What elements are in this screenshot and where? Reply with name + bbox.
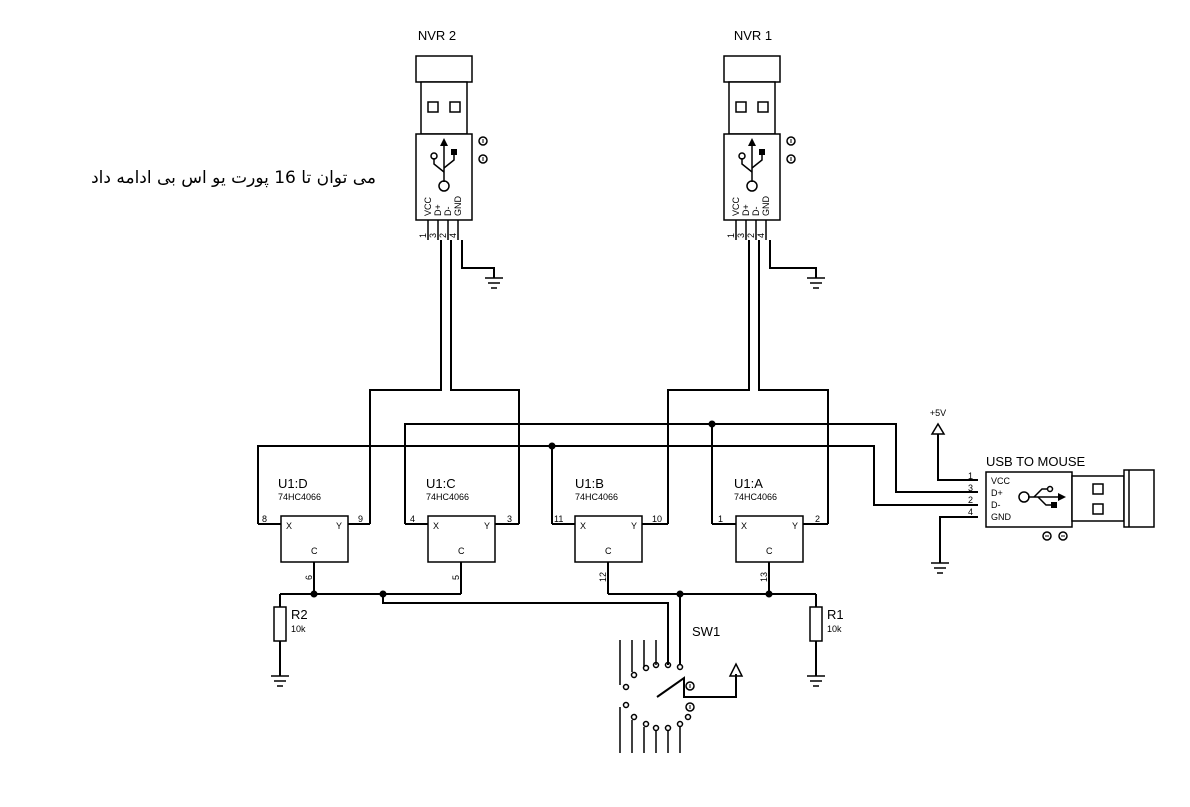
- usb-trident-icon: [430, 138, 457, 192]
- resistor-r1: R1 10k: [809, 594, 844, 676]
- svg-text:D+: D+: [991, 488, 1003, 498]
- switch-u1-b: U1:B 74HC4066 11 10 X Y C 12: [552, 476, 668, 594]
- svg-text:D+: D+: [741, 204, 751, 216]
- svg-text:6: 6: [304, 575, 314, 580]
- ground-symbol: [931, 516, 978, 574]
- arrow-right-icon: [1058, 531, 1068, 541]
- ground-symbol: [461, 240, 503, 289]
- svg-text:5: 5: [451, 575, 461, 580]
- svg-text:10k: 10k: [291, 624, 306, 634]
- svg-text:4: 4: [968, 507, 973, 517]
- svg-text:D+: D+: [433, 204, 443, 216]
- svg-text:U1:D: U1:D: [278, 476, 308, 491]
- svg-text:1: 1: [718, 514, 723, 524]
- svg-text:Y: Y: [792, 521, 798, 531]
- svg-text:3: 3: [736, 233, 746, 238]
- svg-text:U1:C: U1:C: [426, 476, 456, 491]
- svg-text:3: 3: [968, 483, 973, 493]
- svg-text:12: 12: [598, 572, 608, 582]
- svg-text:D-: D-: [991, 500, 1001, 510]
- switch-u1-d: U1:D 74HC4066 8 9 X Y C 6: [258, 476, 370, 594]
- selector-switch-sw1: SW1: [619, 624, 744, 753]
- svg-text:X: X: [580, 521, 586, 531]
- svg-text:Y: Y: [631, 521, 637, 531]
- svg-text:X: X: [433, 521, 439, 531]
- svg-text:1: 1: [968, 471, 973, 481]
- svg-text:VCC: VCC: [423, 196, 433, 216]
- svg-text:+5V: +5V: [930, 408, 946, 418]
- svg-text:1: 1: [418, 233, 428, 238]
- arrow-down-icon: [685, 702, 695, 712]
- power-symbol: +5V: [930, 408, 978, 481]
- svg-text:X: X: [286, 521, 292, 531]
- svg-text:4: 4: [410, 514, 415, 524]
- svg-text:10k: 10k: [827, 624, 842, 634]
- mouse-usb-connector: USB TO MOUSE 1 3 2 4 VCC D+ D- GND: [968, 454, 1155, 541]
- nvr1-usb-connector: NVR 1 VCC D+ D- GND 1 3 2 4: [723, 28, 796, 240]
- svg-text:Y: Y: [484, 521, 490, 531]
- mouse-connector-label: USB TO MOUSE: [986, 454, 1086, 469]
- svg-text:74HC4066: 74HC4066: [426, 492, 469, 502]
- svg-text:U1:A: U1:A: [734, 476, 763, 491]
- svg-text:2: 2: [438, 233, 448, 238]
- svg-text:GND: GND: [991, 512, 1012, 522]
- svg-text:C: C: [766, 546, 773, 556]
- svg-text:11: 11: [554, 514, 563, 524]
- svg-text:10: 10: [652, 514, 662, 524]
- svg-text:3: 3: [507, 514, 512, 524]
- svg-text:4: 4: [756, 233, 766, 238]
- annotation-text: می توان تا 16 پورت یو اس بی ادامه داد: [91, 168, 376, 188]
- svg-text:GND: GND: [761, 196, 771, 217]
- ground-symbol: [271, 675, 289, 687]
- arrow-left-icon: [1042, 531, 1052, 541]
- svg-text:9: 9: [358, 514, 363, 524]
- nvr1-label: NVR 1: [734, 28, 772, 43]
- svg-text:D-: D-: [751, 207, 761, 217]
- svg-text:4: 4: [448, 233, 458, 238]
- ground-symbol: [807, 675, 825, 687]
- svg-text:13: 13: [759, 572, 769, 582]
- svg-text:R2: R2: [291, 607, 308, 622]
- switch-u1-a: U1:A 74HC4066 1 2 X Y C 13: [712, 476, 828, 594]
- ground-symbol: [769, 240, 825, 289]
- svg-text:C: C: [605, 546, 612, 556]
- svg-text:74HC4066: 74HC4066: [734, 492, 777, 502]
- svg-text:VCC: VCC: [991, 476, 1011, 486]
- arrow-down-icon: [478, 154, 488, 164]
- svg-text:8: 8: [262, 514, 267, 524]
- svg-text:SW1: SW1: [692, 624, 720, 639]
- arrow-down-icon: [786, 154, 796, 164]
- svg-text:VCC: VCC: [731, 196, 741, 216]
- svg-text:2: 2: [746, 233, 756, 238]
- svg-text:C: C: [458, 546, 465, 556]
- svg-text:Y: Y: [336, 521, 342, 531]
- svg-text:X: X: [741, 521, 747, 531]
- svg-text:R1: R1: [827, 607, 844, 622]
- svg-text:74HC4066: 74HC4066: [575, 492, 618, 502]
- nvr2-label: NVR 2: [418, 28, 456, 43]
- svg-text:2: 2: [968, 495, 973, 505]
- svg-text:D-: D-: [443, 207, 453, 217]
- switch-u1-c: U1:C 74HC4066 4 3 X Y C 5: [405, 476, 519, 594]
- svg-text:U1:B: U1:B: [575, 476, 604, 491]
- svg-text:2: 2: [815, 514, 820, 524]
- svg-text:C: C: [311, 546, 318, 556]
- arrow-up-icon: [685, 681, 695, 691]
- resistor-r2: R2 10k: [273, 594, 308, 676]
- nvr2-plug-head: [415, 55, 473, 83]
- usb-trident-icon: [738, 138, 765, 192]
- svg-text:GND: GND: [453, 196, 463, 217]
- svg-text:3: 3: [428, 233, 438, 238]
- usb-trident-icon: [1018, 485, 1066, 508]
- arrow-up-icon: [786, 136, 796, 146]
- svg-text:74HC4066: 74HC4066: [278, 492, 321, 502]
- svg-text:1: 1: [726, 233, 736, 238]
- nvr2-usb-connector: NVR 2 VCC D+ D- GND 1 3 2 4: [415, 28, 488, 240]
- arrow-up-icon: [478, 136, 488, 146]
